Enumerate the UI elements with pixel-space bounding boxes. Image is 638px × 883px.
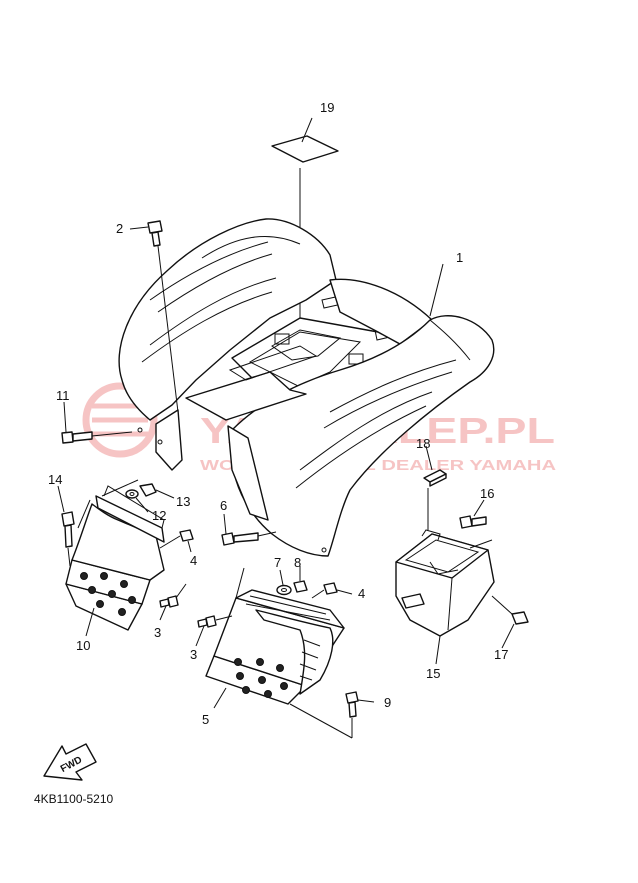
callout-10: 10	[76, 638, 90, 653]
part-14-bolt-icon	[57, 485, 75, 567]
callout-7: 7	[274, 555, 281, 570]
callout-5: 5	[202, 712, 209, 727]
part-6-bolt-icon	[221, 513, 277, 546]
part-15-tool-box	[395, 488, 513, 665]
callout-11: 11	[56, 388, 70, 403]
callout-1: 1	[456, 250, 463, 265]
part-1-rear-fender	[118, 218, 495, 557]
part-11-bolt-icon	[61, 401, 133, 444]
callout-12: 12	[152, 508, 166, 523]
callout-14: 14	[48, 472, 62, 487]
part-10-left-footrest-guard	[65, 479, 165, 637]
part-3-screw-icon-right	[195, 615, 233, 647]
callout-9: 9	[384, 695, 391, 710]
part-7-washer-icon	[276, 569, 292, 596]
part-16-screw-icon	[459, 499, 487, 529]
callout-16: 16	[480, 486, 494, 501]
part-2-bolt-icon	[129, 220, 179, 413]
callout-19: 19	[320, 100, 334, 115]
part-9-bolt-icon	[289, 691, 375, 739]
callout-15: 15	[426, 666, 440, 681]
part-12-washer-icon	[125, 489, 149, 513]
callout-18: 18	[416, 436, 430, 451]
fwd-arrow-icon: FWD	[43, 743, 97, 781]
callout-13: 13	[176, 494, 190, 509]
diagram-code: 4KB1100-5210	[34, 792, 114, 806]
part-4-nut-icon-right	[311, 582, 353, 599]
part-17-nut-icon	[501, 611, 529, 649]
part-13-nut-icon	[139, 483, 175, 499]
callout-8: 8	[294, 555, 301, 570]
callout-3-left: 3	[154, 625, 161, 640]
callout-4-right: 4	[358, 586, 365, 601]
part-18-clip-icon	[423, 445, 447, 487]
part-8-nut-icon	[293, 566, 308, 593]
part-4-nut-icon-left	[159, 529, 194, 553]
part-5-right-footrest-guard	[205, 567, 345, 709]
callout-2: 2	[116, 221, 123, 236]
callout-6: 6	[220, 498, 227, 513]
part-3-screw-icon-left	[159, 583, 187, 621]
callout-17: 17	[494, 647, 508, 662]
callout-4-left: 4	[190, 553, 197, 568]
callout-3-right: 3	[190, 647, 197, 662]
